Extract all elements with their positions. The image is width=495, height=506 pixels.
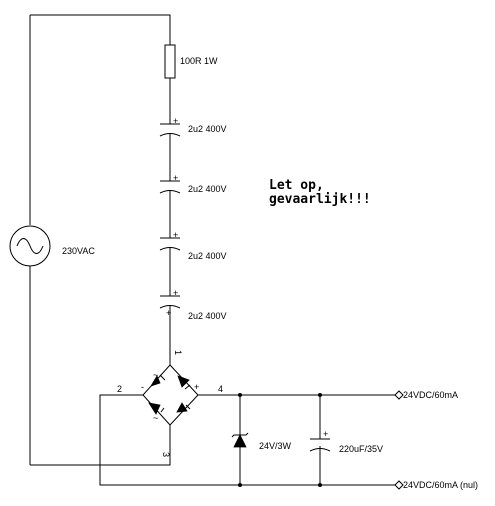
svg-text:+: +: [173, 230, 178, 240]
source-label: 230VAC: [62, 246, 95, 256]
svg-text:+: +: [173, 116, 178, 126]
capacitor-3-label: 2u2 400V: [188, 251, 227, 261]
capacitor-4-label: 2u2 400V: [188, 311, 227, 321]
warning-line-1: Let op,: [269, 178, 324, 193]
capacitor-2: +: [159, 173, 181, 194]
svg-text:+: +: [173, 288, 178, 298]
junction-dots: [238, 393, 322, 487]
svg-text:~: ~: [153, 370, 158, 380]
filter-cap-label: 220uF/35V: [339, 444, 383, 454]
bridge-pin-3: 3: [161, 452, 171, 457]
capacitor-1: +: [159, 116, 181, 137]
bridge-pin-4: 4: [218, 384, 223, 394]
svg-text:+: +: [173, 173, 178, 183]
capacitor-2-label: 2u2 400V: [188, 184, 227, 194]
ac-source-symbol: [9, 225, 51, 267]
bridge-pin-2: 2: [117, 384, 122, 394]
bridge-pin-1: 1: [173, 350, 183, 355]
output-negative-label: 24VDC/60mA (nul): [403, 480, 478, 490]
capacitor-3: +: [159, 230, 181, 251]
output-positive-label: 24VDC/60mA: [403, 390, 458, 400]
capacitor-4: + +: [159, 288, 181, 318]
zener-diode: [231, 432, 249, 448]
svg-text:+: +: [323, 429, 328, 439]
svg-text:~: ~: [153, 413, 158, 423]
warning-line-2: gevaarlijk!!!: [269, 192, 371, 207]
zener-label: 24V/3W: [259, 441, 292, 451]
capacitor-1-label: 2u2 400V: [188, 124, 227, 134]
resistor-label: 100R 1W: [180, 56, 218, 66]
svg-text:+: +: [166, 308, 171, 318]
svg-text:-: -: [141, 382, 144, 392]
output-terminals: [394, 390, 404, 490]
wires: [29, 14, 395, 486]
bridge-rectifier: ~ ~ + -: [141, 364, 199, 426]
filter-capacitor: +: [309, 429, 331, 452]
svg-text:+: +: [194, 382, 199, 392]
resistor-symbol: [164, 44, 176, 79]
